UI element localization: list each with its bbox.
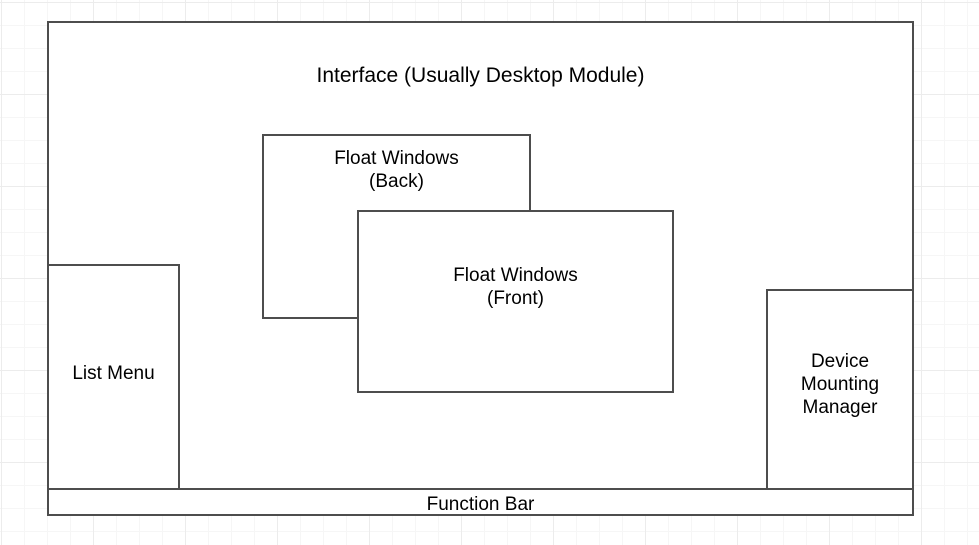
device-mounting-manager-label: Device Mounting Manager [800, 351, 880, 419]
float-window-back-label: Float Windows (Back) [334, 148, 459, 193]
interface-container-label: Interface (Usually Desktop Module) [316, 64, 645, 87]
list-menu-label: List Menu [72, 363, 155, 384]
list-menu-block[interactable]: List Menu [47, 264, 180, 490]
function-bar-label: Function Bar [426, 494, 535, 515]
float-window-front-label: Float Windows (Front) [453, 265, 578, 310]
float-window-front-block[interactable]: Float Windows (Front) [357, 210, 674, 393]
function-bar-block[interactable]: Function Bar [47, 488, 914, 516]
device-mounting-manager-block[interactable]: Device Mounting Manager [766, 289, 914, 491]
